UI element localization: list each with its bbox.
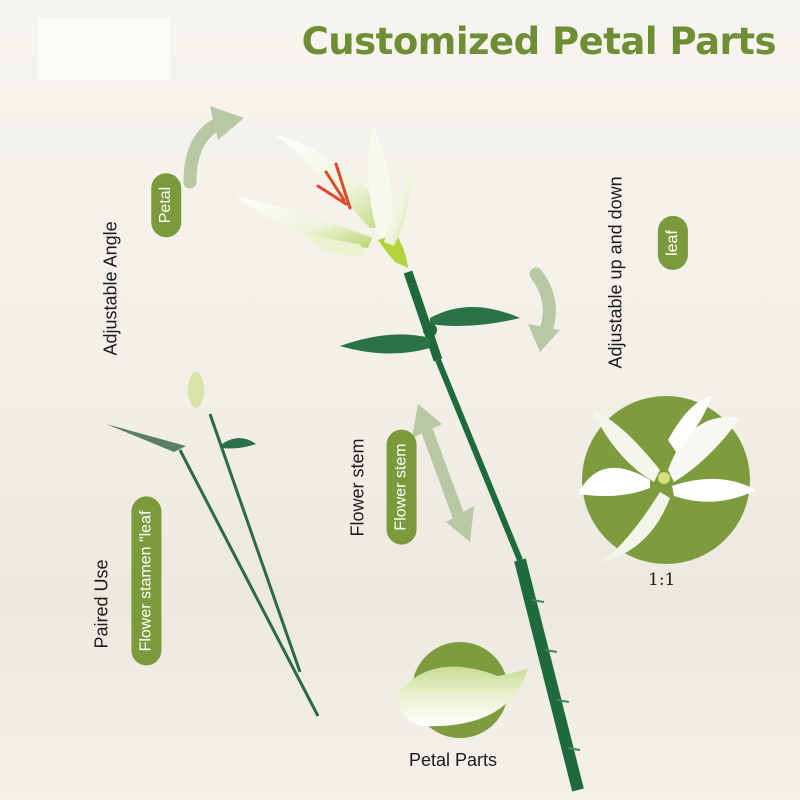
adjustable-up-down-label: Adjustable up and down <box>605 176 626 369</box>
paired-stamen-leaf-stems <box>106 372 320 717</box>
stamen-leaf-pill: Flower stamen "leaf <box>131 496 162 666</box>
flower-stem-label: Flower stem <box>347 438 368 537</box>
adjustable-angle-label: Adjustable Angle <box>100 221 121 356</box>
leaf-pill: leaf <box>657 216 688 270</box>
blank-patch <box>38 18 170 80</box>
petal-parts-caption: Petal Parts <box>409 750 498 770</box>
flower-stem-pill: Flower stem <box>386 429 417 545</box>
main-flower-stem <box>403 270 584 792</box>
lily-flower-head <box>236 128 412 268</box>
full-scale-lily-preview <box>578 396 756 564</box>
main-stem-leaves <box>340 307 520 354</box>
page-title: Customized Petal Parts <box>301 20 777 63</box>
petal-pill: Petal <box>151 172 182 238</box>
petal-part-preview <box>396 642 528 738</box>
ratio-label: 1:1 <box>648 570 676 590</box>
double-arrow-icon <box>412 404 474 542</box>
curved-arrow-down-icon <box>528 267 560 352</box>
curved-arrow-up-icon <box>183 106 244 189</box>
paired-use-label: Paired Use <box>91 559 112 649</box>
